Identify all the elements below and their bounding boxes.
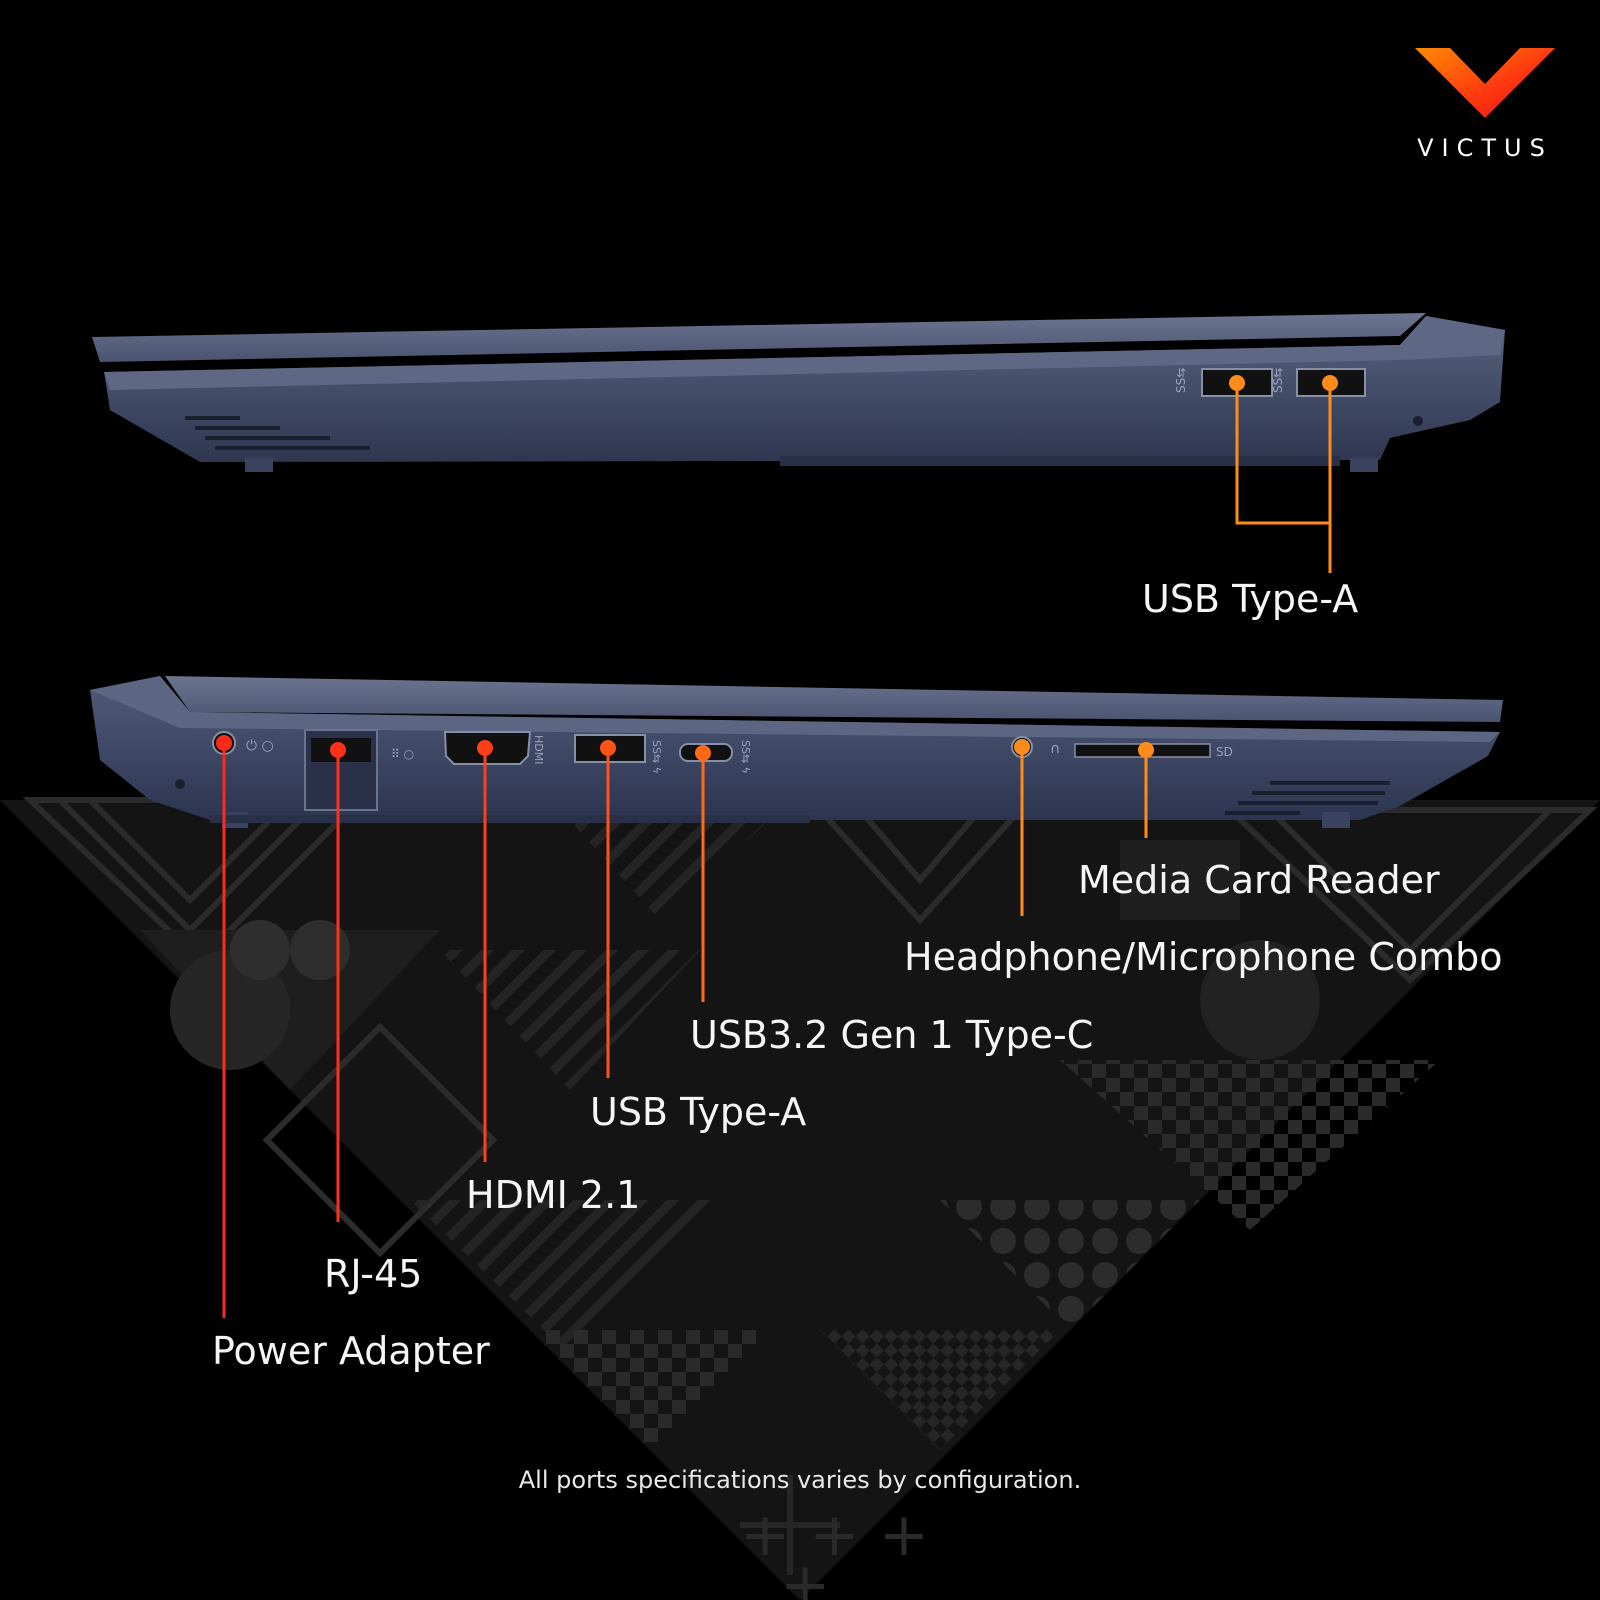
victus-logo — [1415, 48, 1555, 118]
svg-text:⏻ ○: ⏻ ○ — [246, 738, 274, 754]
svg-text:∩: ∩ — [1050, 741, 1060, 757]
sd-marking: SD — [1216, 745, 1233, 759]
label-usb-type-a-left: USB Type-A — [590, 1090, 807, 1134]
svg-text:+: + — [780, 1550, 830, 1600]
laptop-lid — [92, 313, 1426, 362]
label-headphone-mic: Headphone/Microphone Combo — [904, 935, 1503, 979]
label-usb-c: USB3.2 Gen 1 Type-C — [690, 1013, 1094, 1057]
victus-wordmark: VICTUS — [1417, 134, 1553, 162]
svg-text:⠿ ○: ⠿ ○ — [391, 747, 414, 761]
svg-text:SS⇆ ϟ: SS⇆ ϟ — [739, 740, 752, 774]
svg-text:SS⇆ ϟ: SS⇆ ϟ — [650, 740, 663, 774]
label-power-adapter: Power Adapter — [212, 1329, 490, 1373]
footnote: All ports specifications varies by confi… — [518, 1466, 1082, 1494]
vent — [185, 416, 370, 450]
laptop-lid — [165, 676, 1503, 722]
label-rj45: RJ-45 — [324, 1252, 423, 1296]
label-usb-type-a-top: USB Type-A — [1142, 577, 1359, 621]
svg-text:SS⇆: SS⇆ — [1174, 368, 1188, 393]
svg-text:HDMI: HDMI — [532, 735, 545, 764]
label-hdmi: HDMI 2.1 — [466, 1173, 641, 1217]
label-media-card-reader: Media Card Reader — [1078, 858, 1440, 902]
svg-text:+ + +: + + + — [740, 1500, 929, 1570]
svg-text:SS⇆: SS⇆ — [1271, 368, 1285, 393]
vent — [1225, 781, 1390, 815]
